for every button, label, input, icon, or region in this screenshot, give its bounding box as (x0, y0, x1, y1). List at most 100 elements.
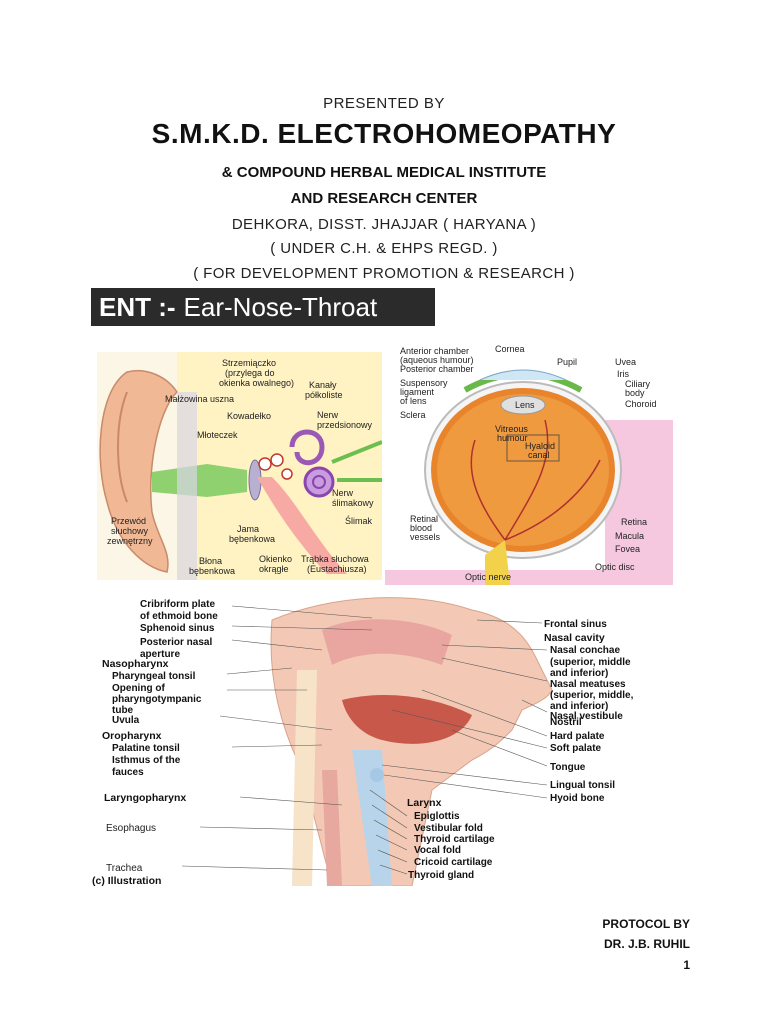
lens-shape (500, 395, 546, 415)
leader-meatuses (441, 657, 548, 682)
label-przewod-3: zewnętrzny (107, 536, 153, 546)
label-kanaly-2: półkoliste (305, 390, 343, 400)
leader-tongue (451, 729, 548, 767)
label-opening-3: tube (112, 705, 134, 716)
ent-banner: ENT :- Ear-Nose-Throat (91, 288, 435, 326)
label-cornea: Cornea (495, 344, 525, 354)
label-trachea: Trachea (106, 863, 143, 874)
label-opening-2: pharyngotympanic (112, 694, 202, 705)
label-trabka: Trąbka słuchowa (301, 554, 369, 564)
label-strzemiaczko-2: (przylega do (225, 368, 275, 378)
leader-trachea (181, 865, 328, 871)
eustachian-tube (257, 477, 347, 574)
label-okienko-2: okrągłe (259, 564, 289, 574)
label-soft-palate: Soft palate (550, 743, 602, 754)
label-tongue: Tongue (550, 762, 586, 773)
leader-thyroid-gland (379, 864, 408, 875)
label-jama: Jama (237, 524, 259, 534)
label-vocal: Vocal fold (414, 845, 461, 856)
label-lingual: Lingual tonsil (550, 780, 615, 791)
label-thyroid-cart: Thyroid cartilage (414, 834, 495, 845)
label-sclera: Sclera (400, 410, 426, 420)
label-optic-nerve: Optic nerve (465, 572, 511, 582)
eye-anatomy-diagram: Anterior chamber (aqueous humour) Poster… (385, 340, 673, 585)
institute-subtitle-1: & COMPOUND HERBAL MEDICAL INSTITUTE (221, 164, 547, 181)
esophagus-shape (322, 770, 342, 886)
label-cribriform: Cribriform plate (140, 599, 215, 610)
leader-vocal (375, 834, 408, 851)
label-oropharynx: Oropharynx (102, 730, 162, 742)
label-laryngopharynx: Laryngopharynx (104, 792, 186, 804)
label-retinal-2: blood (410, 523, 432, 533)
label-nostril: Nostril (550, 717, 582, 728)
label-trabka-2: (Eustachiusza) (307, 564, 367, 574)
label-vitreous: Vitreous (495, 424, 528, 434)
label-posterior-nasal-2: aperture (140, 649, 180, 660)
label-kowadelko: Kowadełko (227, 411, 271, 421)
ent-banner-title: Ear-Nose-Throat (183, 291, 378, 322)
leader-hard-palate (421, 689, 548, 737)
label-choroid: Choroid (625, 399, 657, 409)
cochlea (303, 466, 335, 498)
cornea-shape (479, 369, 567, 381)
label-malzowina: Małżowina uszna (165, 394, 234, 404)
label-nerw-przed: Nerw (317, 410, 339, 420)
leader-hyoid (383, 774, 548, 799)
leader-sphenoid (231, 625, 373, 631)
leader-epiglottis (369, 789, 408, 817)
leader-posterior-nasal (231, 639, 323, 651)
label-isthmus-2: fauces (112, 767, 144, 778)
label-vestibular: Vestibular fold (414, 823, 483, 834)
label-thyroid-gland: Thyroid gland (408, 870, 474, 881)
optic-nerve-shape (485, 540, 510, 585)
institute-purpose: ( FOR DEVELOPMENT PROMOTION & RESEARCH ) (193, 265, 575, 282)
label-opening: Opening of (112, 683, 165, 694)
presented-by-label: PRESENTED BY (323, 95, 445, 112)
label-cricoid: Cricoid cartilage (414, 857, 493, 868)
leader-cricoid (377, 849, 408, 863)
author-name: DR. J.B. RUHIL (603, 937, 690, 951)
page-number: 1 (683, 958, 690, 972)
label-meatuses: Nasal meatuses (550, 679, 626, 690)
label-hyoid: Hyoid bone (550, 793, 605, 804)
label-conchae: Nasal conchae (550, 645, 620, 656)
eye-bottom-pink (385, 570, 673, 585)
nasal-cavity-shape (322, 619, 452, 665)
cochlea-inner (312, 475, 326, 489)
label-anterior-2: (aqueous humour) (400, 355, 474, 365)
nose-throat-anatomy-diagram: Cribriform plate of ethmoid bone Sphenoi… (92, 590, 676, 886)
malleus (258, 457, 272, 471)
label-slimak: Ślimak (345, 515, 373, 526)
label-sphenoid: Sphenoid sinus (140, 623, 215, 634)
label-retina: Retina (621, 517, 647, 527)
label-retinal-3: vessels (410, 532, 441, 542)
label-uvula: Uvula (112, 715, 140, 726)
label-isthmus: Isthmus of the (112, 755, 181, 766)
label-nerw-przed-2: przedsionowy (317, 420, 373, 430)
label-cribriform-2: of ethmoid bone (140, 611, 218, 622)
institute-subtitle-2: AND RESEARCH CENTER (290, 190, 478, 207)
leader-soft-palate (391, 709, 548, 749)
leader-laryngopharynx (239, 796, 343, 806)
label-pharyngeal: Pharyngeal tonsil (112, 671, 196, 682)
semicircular-canals (289, 429, 325, 466)
leader-cribriform (231, 605, 373, 619)
label-lens: Lens (515, 400, 535, 410)
label-conchae-2: (superior, middle (550, 657, 631, 668)
tongue-shape (342, 695, 472, 744)
ear-anatomy-diagram: Strzemiączko (przylega do okienka owalne… (97, 352, 382, 580)
label-przewod-2: słuchowy (111, 526, 149, 536)
leader-pharyngeal (226, 667, 293, 675)
label-okienko: Okienko (259, 554, 292, 564)
label-strzemiaczko-3: okienka owalnego) (219, 378, 294, 388)
skull-wall (177, 392, 197, 580)
label-posterior: Posterior chamber (400, 364, 474, 374)
auditory-nerves (331, 440, 382, 482)
retinal-vessels (470, 419, 601, 541)
label-nerw-slim-2: ślimakowy (332, 498, 374, 508)
label-jama-2: bębenkowa (229, 534, 275, 544)
label-meatuses-2: (superior, middle, (550, 690, 634, 701)
label-vitreous-2: humour (497, 433, 528, 443)
ent-banner-prefix: ENT :- (99, 291, 176, 322)
label-epiglottis: Epiglottis (414, 811, 460, 822)
